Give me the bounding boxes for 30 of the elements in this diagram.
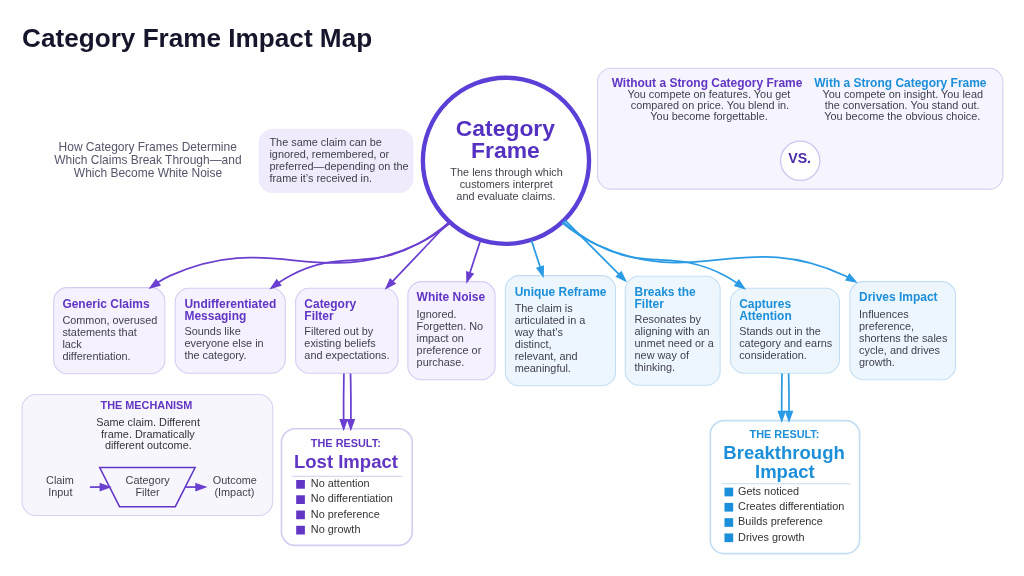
arrow (465, 239, 481, 284)
arrow (560, 222, 858, 283)
arrow (530, 239, 544, 279)
arrow (776, 372, 786, 424)
node-box: Generic Claims Common, overused statements that lack differentiation. (52, 287, 165, 375)
node-box: THE RESULT: Lost Impact No attention No differentiation No preference No growth (280, 427, 413, 547)
node-box: Undifferentiated Messaging Sounds like everyone else in the category. (174, 287, 286, 374)
arrow (268, 221, 450, 290)
arrow (183, 482, 208, 492)
node-box: Captures Attention Stands out in the category and earns consideration. (729, 287, 840, 374)
arrow (346, 372, 355, 432)
node-circle: VS. (779, 140, 820, 182)
node-text: Outcome (Impact) (212, 473, 257, 498)
node-box: THE RESULT: Breakthrough Impact Gets noticed Creates differentiation Builds preference Drives growth (709, 419, 860, 555)
arrow (88, 482, 112, 492)
arrow (384, 221, 450, 290)
node-box: Breaks the Filter Resonates by aligning with an unmet need or a new way of thinking. (624, 275, 721, 386)
diagram-title: Category Frame Impact Map (21, 22, 372, 53)
node-box: Category Filter Filtered out by existing beliefs and expectations. (294, 287, 399, 374)
node-box: Unique Reframe The claim is articulated in a way that’s distinct, relevant, and meaningful. (504, 275, 616, 387)
node-box: White Noise Ignored. Forgetten. No impact on preference or purchase. (406, 281, 496, 381)
label: How Category Frames Determine Which Claims Break Through—and Which Become White Noise (53, 139, 242, 180)
arrow (563, 219, 627, 283)
node-text: Claim Input (45, 473, 74, 498)
arrow (148, 222, 451, 289)
node-box: Drives Impact Influences preference, shortens the sales cycle, and drives growth. (848, 281, 956, 381)
node-circle: Category Frame The lens through which customers interpret and evaluate claims. (420, 75, 591, 247)
arrow (561, 220, 746, 290)
arrow (338, 372, 348, 432)
arrow (784, 372, 793, 424)
